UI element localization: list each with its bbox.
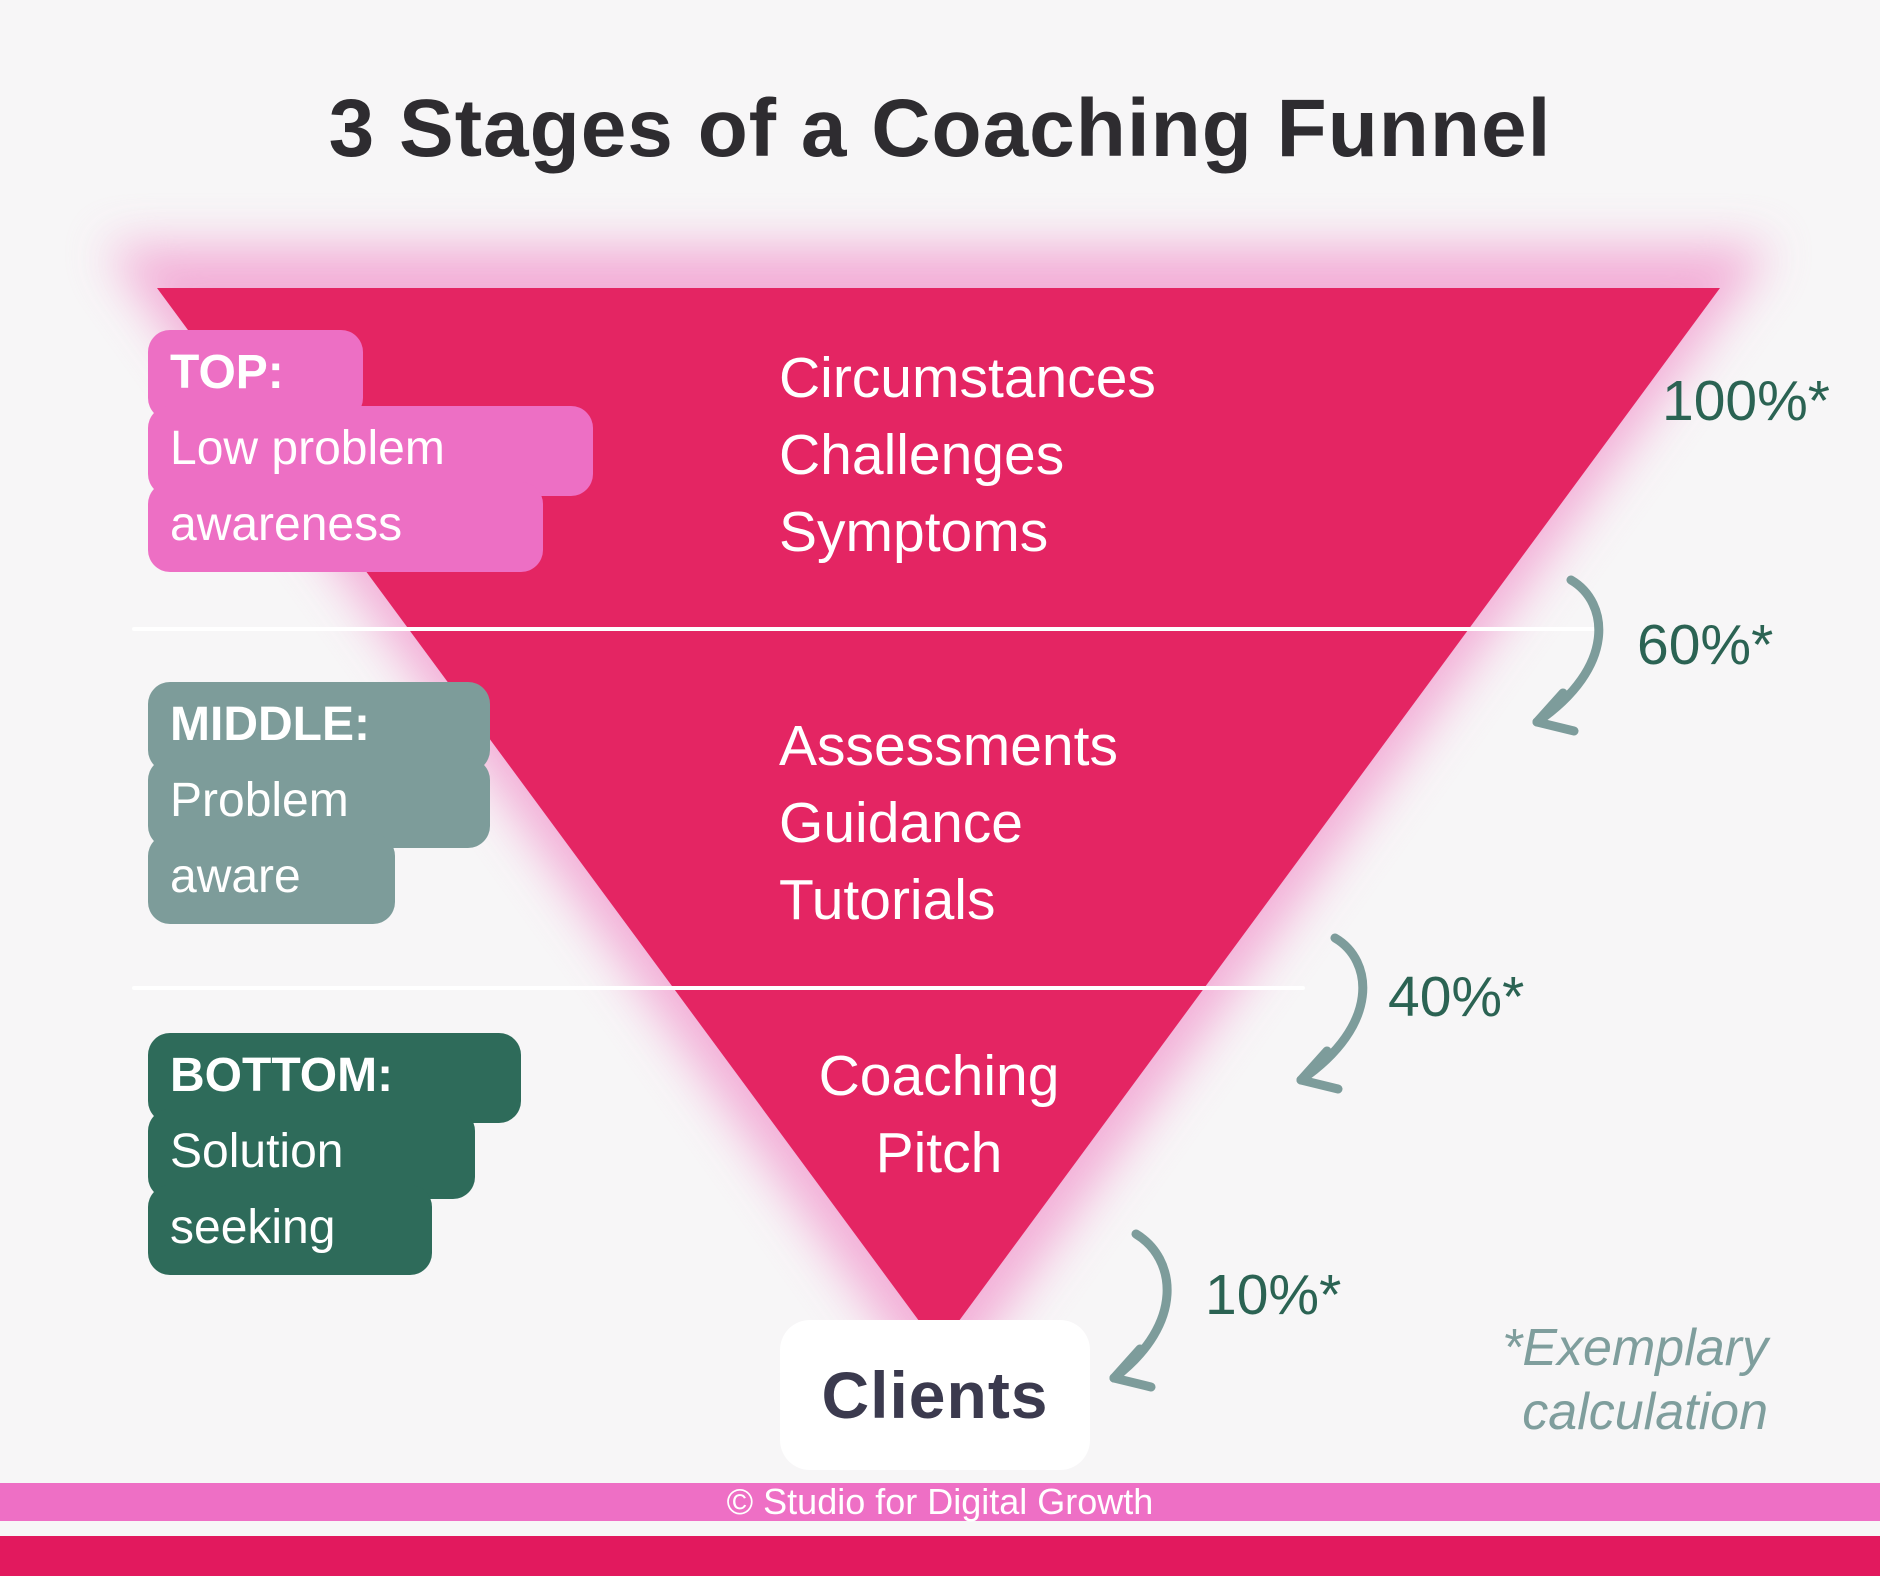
stage-bottom-tag: BOTTOM: — [148, 1033, 521, 1123]
funnel-items-top: Circumstances Challenges Symptoms — [779, 340, 1156, 571]
funnel-item: Challenges — [779, 423, 1065, 487]
footnote: *Exemplary calculation — [1502, 1316, 1768, 1444]
funnel-item: Symptoms — [779, 500, 1049, 564]
stage-top-desc-line2: awareness — [148, 482, 543, 572]
stage-divider-top-middle — [132, 627, 1600, 631]
stage-label-bottom: BOTTOM: Solution seeking — [148, 1033, 521, 1275]
funnel-item: Assessments — [779, 714, 1118, 778]
stage-divider-middle-bottom — [132, 986, 1305, 990]
clients-label: Clients — [821, 1358, 1049, 1432]
funnel-item: Guidance — [779, 791, 1024, 855]
stage-top-desc-line1: Low problem — [148, 406, 593, 496]
percent-bottom: 40%* — [1388, 965, 1525, 1029]
funnel-item: Circumstances — [779, 346, 1156, 410]
stage-bottom-desc-line2: seeking — [148, 1185, 432, 1275]
funnel-item: Pitch — [875, 1121, 1003, 1185]
footnote-line2: calculation — [1522, 1383, 1768, 1441]
funnel-item: Coaching — [818, 1044, 1060, 1108]
curved-arrow-down-icon — [1532, 575, 1604, 736]
stage-bottom-desc-line1: Solution — [148, 1109, 475, 1199]
percent-top: 100%* — [1662, 369, 1830, 433]
stage-top-tag: TOP: — [148, 330, 363, 420]
clients-box: Clients — [780, 1320, 1090, 1470]
footnote-line1: *Exemplary — [1502, 1319, 1768, 1377]
footer-credit: © Studio for Digital Growth — [726, 1481, 1154, 1522]
funnel-items-middle: Assessments Guidance Tutorials — [779, 708, 1118, 939]
stage-label-middle: MIDDLE: Problem aware — [148, 682, 490, 924]
curved-arrow-down-icon — [1109, 1229, 1172, 1392]
percent-middle: 60%* — [1637, 613, 1774, 677]
stage-label-top: TOP: Low problem awareness — [148, 330, 593, 572]
stage-middle-tag: MIDDLE: — [148, 682, 490, 772]
stage-middle-desc-line1: Problem — [148, 758, 490, 848]
bottom-accent-bar — [0, 1536, 1880, 1576]
stage-middle-desc-line2: aware — [148, 834, 395, 924]
funnel-item: Tutorials — [779, 868, 996, 932]
curved-arrow-down-icon — [1296, 933, 1368, 1094]
funnel-items-bottom: Coaching Pitch — [739, 1038, 1139, 1192]
percent-clients: 10%* — [1205, 1263, 1342, 1327]
page-title: 3 Stages of a Coaching Funnel — [328, 83, 1552, 174]
footer-bar: © Studio for Digital Growth — [0, 1483, 1880, 1521]
